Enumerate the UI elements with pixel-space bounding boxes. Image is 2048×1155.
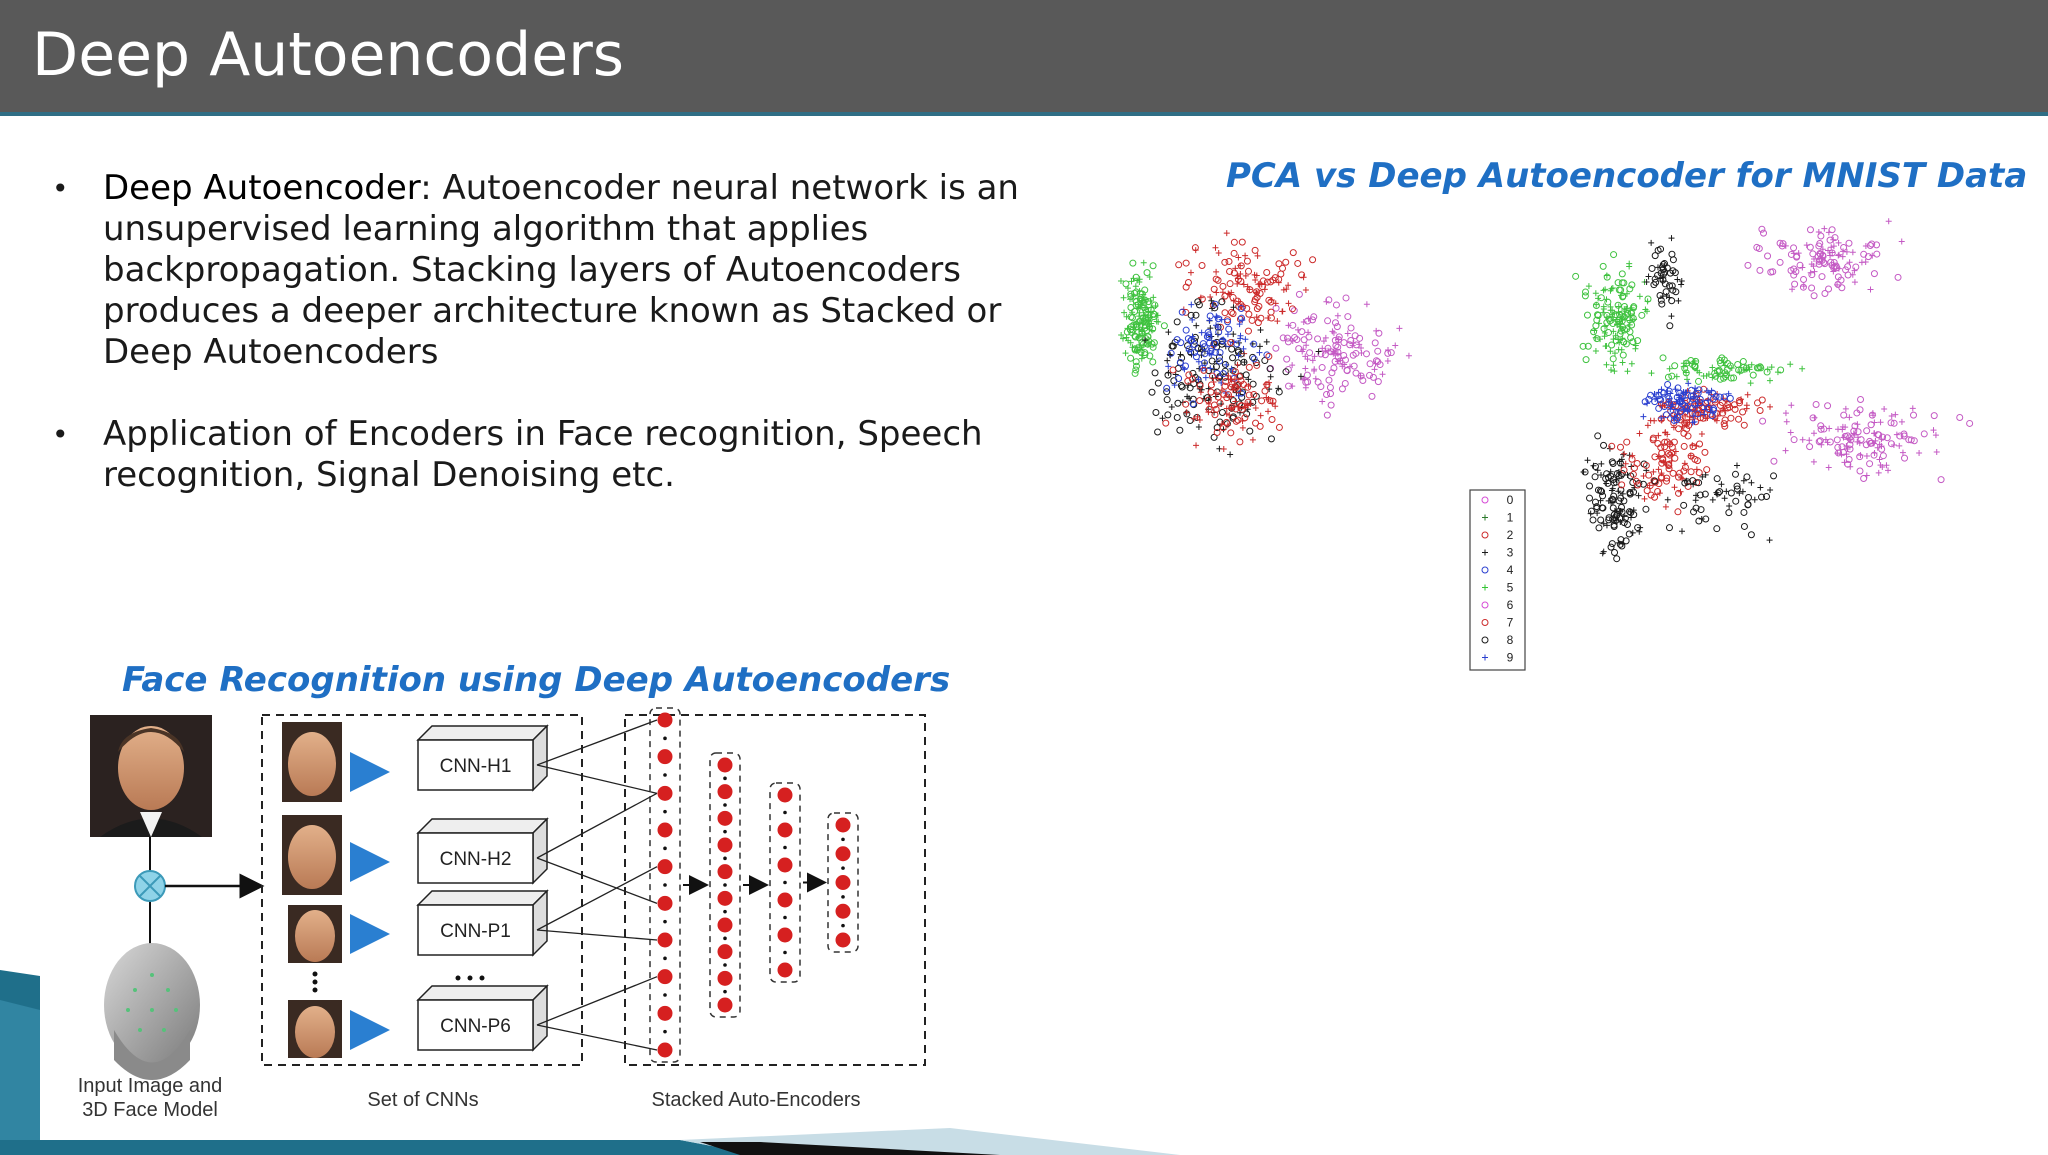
ae-layer	[649, 707, 681, 1063]
ae-node	[717, 970, 733, 986]
legend-label: 3	[1507, 546, 1514, 560]
ae-node	[657, 1005, 673, 1021]
face-crop-h2	[282, 815, 342, 895]
legend-label: 7	[1507, 616, 1514, 630]
vertical-ellipsis	[312, 971, 318, 993]
stacked-ae-box	[624, 714, 926, 1066]
bullet-item-deep-autoencoder: • Deep Autoencoder: Autoencoder neural n…	[50, 168, 1090, 373]
ae-node	[657, 969, 673, 985]
set-of-cnns-label: Set of CNNs	[367, 1089, 478, 1111]
ae-node	[835, 846, 851, 862]
face-crop-p1	[288, 905, 342, 963]
cnn-label: CNN-H2	[440, 849, 512, 870]
connection-line	[536, 1024, 658, 1051]
cnn-label: CNN-P1	[440, 921, 511, 942]
bullet-text: : Autoencoder neural network is an unsup…	[103, 168, 1019, 372]
ae-node	[777, 927, 793, 943]
connection-line	[536, 976, 658, 1026]
ae-node	[717, 997, 733, 1013]
ae-node	[657, 712, 673, 728]
cnn-box: CNN-P6	[416, 984, 549, 1052]
cnn-label: CNN-H1	[440, 756, 512, 777]
ae-node	[777, 787, 793, 803]
ae-node	[717, 757, 733, 773]
legend-label: 9	[1507, 651, 1514, 665]
ae-layer	[827, 812, 859, 953]
blue-arrows	[350, 752, 390, 1050]
legend-label: 5	[1507, 581, 1514, 595]
horizontal-ellipsis	[455, 975, 485, 981]
bullet-dot: •	[52, 418, 69, 451]
cnn-set-box	[261, 714, 583, 1066]
ae-node	[777, 892, 793, 908]
ae-node	[657, 785, 673, 801]
legend-label: 2	[1507, 528, 1514, 542]
ae-node	[835, 932, 851, 948]
input-label-line2: 3D Face Model	[82, 1099, 218, 1121]
slide-title: Deep Autoencoders	[32, 20, 625, 90]
face-recognition-diagram: Input Image and 3D Face Model CNN-H1CNN-…	[78, 707, 926, 1121]
bullet-text: Application of Encoders in Face recognit…	[103, 414, 983, 495]
connection-line	[536, 929, 658, 941]
title-bar: Deep Autoencoders	[0, 0, 2048, 116]
ae-node	[657, 932, 673, 948]
mnist-figure-caption: PCA vs Deep Autoencoder for MNIST Data	[1226, 156, 2028, 196]
bullet-dot: •	[52, 172, 69, 205]
connection-line	[536, 719, 658, 766]
ae-node	[657, 895, 673, 911]
legend-label: 0	[1507, 493, 1514, 507]
ae-node	[777, 857, 793, 873]
cnn-box: CNN-P1	[416, 889, 549, 957]
ae-node	[717, 784, 733, 800]
input-label-line1: Input Image and	[78, 1075, 223, 1097]
mnist-scatter-figure: 0 1 2 3 4 5 6 7 8 9	[1117, 218, 1974, 671]
ae-node	[777, 822, 793, 838]
ae-node	[717, 837, 733, 853]
bullet-item-applications: • Application of Encoders in Face recogn…	[50, 414, 1090, 496]
cnn-box: CNN-H1	[416, 724, 549, 792]
connection-line	[536, 857, 658, 904]
decorative-left-corner	[0, 970, 40, 1155]
legend-label: 1	[1507, 511, 1514, 525]
decorative-bottom-band	[0, 1128, 1180, 1155]
pca-scatter-plot	[1117, 230, 1412, 458]
cnn-label: CNN-P6	[440, 1016, 511, 1037]
face-crop-h1	[282, 722, 342, 802]
ae-node	[717, 864, 733, 880]
ae-node	[717, 890, 733, 906]
autoencoder-scatter-plot	[1572, 218, 1974, 563]
ae-layer	[769, 782, 801, 983]
ae-node	[657, 749, 673, 765]
connection-line	[536, 866, 658, 931]
legend-label: 8	[1507, 633, 1514, 647]
ae-node	[717, 917, 733, 933]
ae-layer	[709, 752, 741, 1018]
ae-node	[717, 944, 733, 960]
ae-node	[835, 875, 851, 890]
ae-node	[835, 817, 851, 833]
stacked-ae-label: Stacked Auto-Encoders	[651, 1089, 860, 1111]
bullet-term: Deep Autoencoder	[103, 168, 421, 208]
connection-line	[536, 792, 658, 859]
ae-node	[777, 962, 793, 978]
ae-node	[657, 859, 673, 875]
3d-face-model	[104, 943, 200, 1080]
digit-legend: 0 1 2 3 4 5 6 7 8 9	[1469, 489, 1526, 671]
legend-label: 6	[1507, 598, 1514, 612]
ae-node	[657, 1042, 673, 1058]
legend-label: 4	[1507, 563, 1514, 577]
ae-node	[835, 903, 851, 919]
connection-line	[536, 764, 658, 794]
ae-node	[717, 810, 733, 826]
face-figure-caption: Face Recognition using Deep Autoencoders	[122, 660, 951, 700]
face-crop-p6	[288, 1000, 342, 1058]
cnn-box: CNN-H2	[416, 817, 549, 885]
bullet-list: • Deep Autoencoder: Autoencoder neural n…	[50, 168, 1090, 496]
ae-node	[657, 822, 673, 838]
input-face-photo	[90, 715, 212, 837]
